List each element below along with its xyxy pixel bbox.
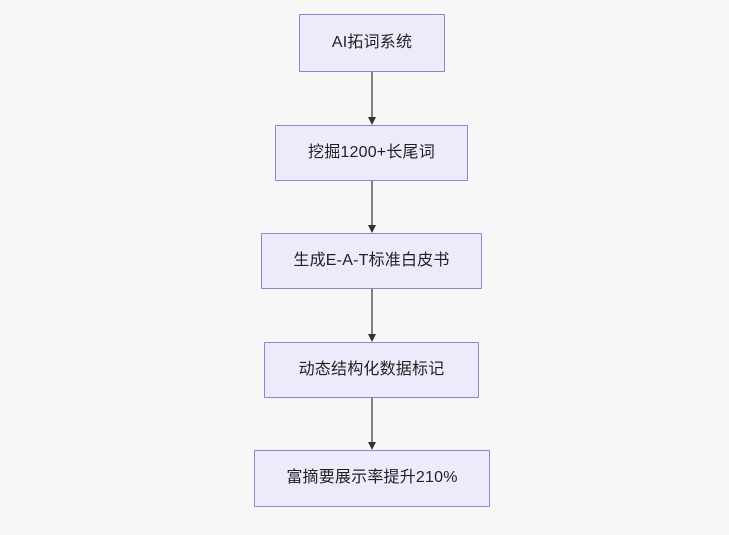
- flowchart-edge-4: [367, 398, 376, 450]
- flowchart-edge-1: [367, 72, 376, 125]
- flowchart-node-3-label: 生成E-A-T标准白皮书: [293, 251, 450, 269]
- flowchart-node-1-label: AI拓词系统: [331, 33, 413, 51]
- flowchart-node-4[interactable]: 动态结构化数据标记: [264, 342, 479, 398]
- flowchart-edge-2: [367, 181, 376, 233]
- arrow-down-icon: [367, 334, 376, 342]
- arrow-down-icon: [367, 117, 376, 125]
- flowchart-node-3[interactable]: 生成E-A-T标准白皮书: [261, 233, 482, 289]
- flowchart-edge-3: [367, 289, 376, 342]
- arrow-down-icon: [367, 442, 376, 450]
- edge-line: [371, 289, 373, 335]
- flowchart-node-5[interactable]: 富摘要展示率提升210%: [254, 450, 490, 507]
- flowchart-node-4-label: 动态结构化数据标记: [298, 360, 445, 378]
- flowchart-node-1[interactable]: AI拓词系统: [299, 14, 445, 72]
- edge-line: [371, 398, 373, 443]
- flowchart-node-5-label: 富摘要展示率提升210%: [286, 469, 458, 487]
- edge-line: [371, 72, 373, 118]
- edge-line: [371, 181, 373, 226]
- flowchart-node-2-label: 挖掘1200+长尾词: [308, 143, 435, 161]
- arrow-down-icon: [367, 225, 376, 233]
- flowchart-node-2[interactable]: 挖掘1200+长尾词: [275, 125, 468, 181]
